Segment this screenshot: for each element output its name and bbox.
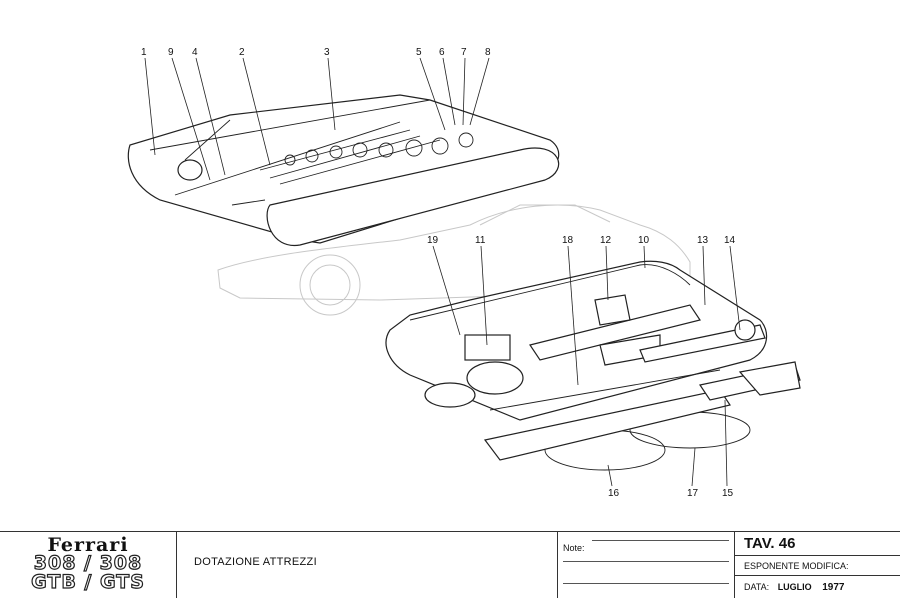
callout-11: 11 bbox=[475, 235, 488, 346]
svg-text:14: 14 bbox=[724, 235, 736, 246]
title-cell: DOTAZIONE ATTREZZI bbox=[177, 532, 558, 598]
callout-6: 6 bbox=[439, 47, 456, 126]
callout-8: 8 bbox=[469, 47, 491, 126]
svg-text:16: 16 bbox=[608, 488, 620, 499]
svg-text:5: 5 bbox=[416, 47, 422, 58]
callout-1: 1 bbox=[141, 47, 156, 156]
title-block: Ferrari 308 / 308 GTB / GTS DOTAZIONE AT… bbox=[0, 531, 900, 598]
svg-text:1: 1 bbox=[141, 47, 147, 58]
notes-line bbox=[563, 583, 729, 584]
svg-text:11: 11 bbox=[475, 235, 486, 246]
model-line-1: 308 / 308 bbox=[33, 552, 143, 574]
callout-18: 18 bbox=[562, 235, 579, 386]
model-line-2: GTB / GTS bbox=[31, 571, 145, 593]
callout-4: 4 bbox=[192, 47, 226, 176]
svg-text:9: 9 bbox=[168, 47, 174, 58]
callouts: 1 9 4 2 3 5 6 7 8 19 11 18 12 10 13 14 1… bbox=[141, 47, 741, 499]
jack bbox=[529, 294, 766, 366]
svg-text:13: 13 bbox=[697, 235, 709, 246]
wrenches bbox=[259, 129, 474, 185]
svg-text:8: 8 bbox=[485, 47, 491, 58]
callout-2: 2 bbox=[239, 47, 271, 166]
modification-label: ESPONENTE MODIFICA: bbox=[744, 561, 849, 571]
table-number: TAV. 46 bbox=[744, 535, 796, 552]
callout-9: 9 bbox=[168, 47, 211, 181]
svg-text:4: 4 bbox=[192, 47, 198, 58]
svg-text:19: 19 bbox=[427, 235, 439, 246]
date-month: LUGLIO bbox=[777, 582, 812, 592]
wheel-brace bbox=[489, 369, 721, 411]
snow-chains bbox=[483, 361, 801, 471]
callout-7: 7 bbox=[461, 47, 467, 126]
drawing-title: DOTAZIONE ATTREZZI bbox=[194, 556, 317, 568]
tool-roll bbox=[127, 94, 560, 246]
svg-text:12: 12 bbox=[600, 235, 612, 246]
car-silhouette bbox=[217, 204, 691, 316]
notes-line bbox=[592, 540, 729, 541]
callout-15: 15 bbox=[722, 399, 734, 499]
callout-5: 5 bbox=[416, 47, 446, 131]
svg-text:7: 7 bbox=[461, 47, 467, 58]
table-info-cell: TAV. 46 ESPONENTE MODIFICA: DATA: LUGLIO… bbox=[735, 532, 900, 598]
date-label: DATA: bbox=[744, 582, 770, 592]
callout-19: 19 bbox=[427, 235, 461, 336]
callout-17: 17 bbox=[687, 447, 699, 499]
svg-text:3: 3 bbox=[324, 47, 330, 58]
ferrari-logo: Ferrari 308 / 308 GTB / GTS bbox=[0, 532, 177, 598]
svg-text:10: 10 bbox=[638, 235, 650, 246]
callout-12: 12 bbox=[600, 235, 612, 301]
callout-14: 14 bbox=[724, 235, 741, 331]
callout-13: 13 bbox=[697, 235, 709, 306]
svg-text:2: 2 bbox=[239, 47, 245, 58]
callout-3: 3 bbox=[324, 47, 336, 131]
svg-text:17: 17 bbox=[687, 488, 699, 499]
hub-cap-and-box bbox=[424, 334, 524, 408]
tool-kit-exploded-diagram: 1 9 4 2 3 5 6 7 8 19 11 18 12 10 13 14 1… bbox=[127, 47, 801, 499]
callout-16: 16 bbox=[607, 464, 620, 499]
svg-text:15: 15 bbox=[722, 488, 734, 499]
svg-text:6: 6 bbox=[439, 47, 445, 58]
date-year: 1977 bbox=[822, 582, 845, 593]
notes-label: Note: bbox=[563, 543, 585, 553]
brand-name: Ferrari bbox=[47, 534, 129, 556]
notes-cell: Note: bbox=[558, 532, 735, 598]
callout-10: 10 bbox=[638, 235, 650, 269]
notes-line bbox=[563, 561, 729, 562]
svg-text:18: 18 bbox=[562, 235, 574, 246]
